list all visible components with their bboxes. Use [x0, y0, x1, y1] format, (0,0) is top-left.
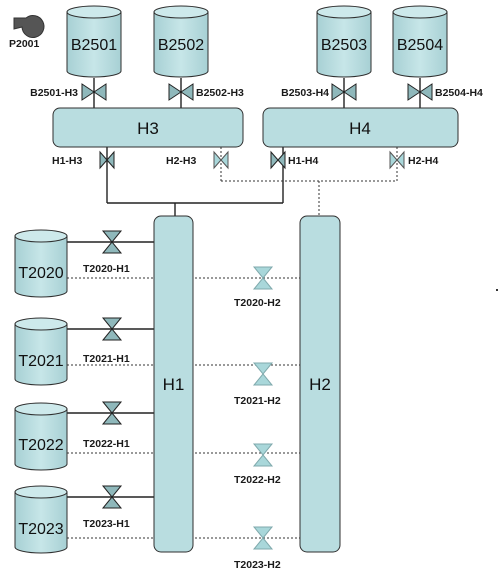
tank-label: B2502 [158, 37, 204, 54]
tank-label: T2023 [18, 521, 63, 538]
valve-t2021-h1[interactable]: T2021-H1 [83, 317, 130, 365]
valve-t2022-h2[interactable]: T2022-H2 [234, 443, 281, 486]
valve-label: B2502-H3 [196, 87, 244, 99]
valve-b2504-h4[interactable]: B2504-H4 [407, 83, 483, 101]
valve-t2023-h1[interactable]: T2023-H1 [83, 485, 130, 530]
header-label: H2 [309, 375, 331, 394]
valve-h1-h4[interactable]: H1-H4 [270, 150, 319, 170]
valve-label: T2021-H2 [234, 395, 281, 407]
top-tank-b2501[interactable]: B2501 [66, 5, 122, 78]
header-label: H4 [349, 119, 371, 138]
valve-label: B2503-H4 [281, 87, 329, 99]
valve-h2-h4[interactable]: H2-H4 [389, 150, 439, 170]
valve-label: H1-H3 [52, 155, 83, 167]
tank-label: T2022 [18, 437, 63, 454]
side-tank-t2020[interactable]: T2020 [14, 229, 68, 298]
top-tank-b2504[interactable]: B2504 [392, 5, 448, 78]
pump-p2001[interactable]: P2001 [9, 15, 45, 50]
valve-t2023-h2[interactable]: T2023-H2 [234, 526, 281, 571]
valve-t2022-h1[interactable]: T2022-H1 [83, 401, 130, 450]
header-label: H3 [137, 119, 159, 138]
tank-label: B2504 [397, 37, 443, 54]
valve-t2020-h2[interactable]: T2020-H2 [234, 266, 281, 309]
valve-label: T2020-H2 [234, 297, 281, 309]
valve-t2021-h2[interactable]: T2021-H2 [234, 362, 281, 407]
header-h2[interactable]: H2 [299, 215, 341, 553]
side-tank-t2023[interactable]: T2023 [14, 485, 68, 554]
tank-label: T2020 [18, 265, 63, 282]
valve-label: T2020-H1 [83, 263, 130, 275]
side-tank-t2021[interactable]: T2021 [14, 317, 68, 386]
top-tank-b2503[interactable]: B2503 [316, 5, 372, 78]
pump-label: P2001 [9, 38, 40, 50]
valve-h2-h3[interactable]: H2-H3 [166, 150, 229, 170]
header-h4[interactable]: H4 [262, 107, 459, 148]
header-label: H1 [163, 375, 185, 394]
valve-label: H1-H4 [288, 155, 319, 167]
dotted-pipes [67, 147, 398, 539]
valve-label: T2023-H1 [83, 518, 130, 530]
tank-label: B2501 [71, 37, 117, 54]
valve-label: T2021-H1 [83, 353, 130, 365]
tank-label: B2503 [321, 37, 367, 54]
valve-label: B2504-H4 [435, 87, 483, 99]
edge-mark [496, 289, 498, 291]
valve-label: H2-H3 [166, 155, 197, 167]
top-tank-b2502[interactable]: B2502 [153, 5, 209, 78]
valve-label: T2022-H1 [83, 438, 130, 450]
pump-icon [13, 15, 45, 38]
valve-h1-h3[interactable]: H1-H3 [52, 150, 115, 170]
header-h1[interactable]: H1 [153, 215, 194, 553]
valve-b2503-h4[interactable]: B2503-H4 [281, 83, 357, 101]
valve-label: H2-H4 [408, 155, 439, 167]
valve-b2502-h3[interactable]: B2502-H3 [168, 83, 244, 101]
header-h3[interactable]: H3 [52, 107, 244, 148]
valve-label: B2501-H3 [30, 87, 78, 99]
side-tank-t2022[interactable]: T2022 [14, 402, 68, 471]
valve-label: T2023-H2 [234, 559, 281, 571]
tank-label: T2021 [18, 353, 63, 370]
valve-label: T2022-H2 [234, 474, 281, 486]
valve-t2020-h1[interactable]: T2020-H1 [83, 230, 130, 275]
valve-b2501-h3[interactable]: B2501-H3 [30, 83, 107, 101]
